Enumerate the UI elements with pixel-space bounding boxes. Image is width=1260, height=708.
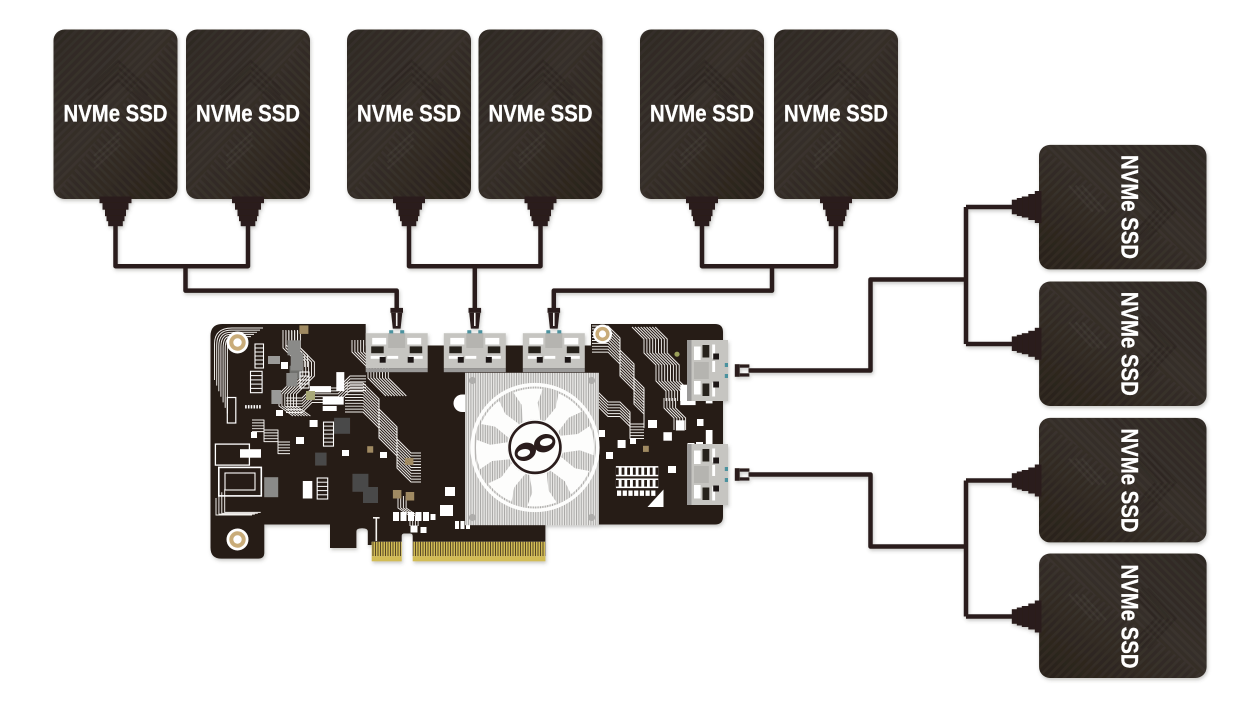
svg-text:NVMe SSD: NVMe SSD: [1115, 565, 1142, 669]
svg-text:NVMe SSD: NVMe SSD: [64, 101, 168, 128]
svg-text:NVMe SSD: NVMe SSD: [1115, 429, 1142, 533]
svg-text:NVMe SSD: NVMe SSD: [1115, 155, 1142, 259]
svg-text:NVMe SSD: NVMe SSD: [196, 101, 300, 128]
svg-text:NVMe SSD: NVMe SSD: [784, 101, 888, 128]
svg-text:NVMe SSD: NVMe SSD: [650, 101, 754, 128]
svg-text:NVMe SSD: NVMe SSD: [357, 101, 461, 128]
svg-text:NVMe SSD: NVMe SSD: [1115, 292, 1142, 396]
svg-text:NVMe SSD: NVMe SSD: [489, 101, 593, 128]
